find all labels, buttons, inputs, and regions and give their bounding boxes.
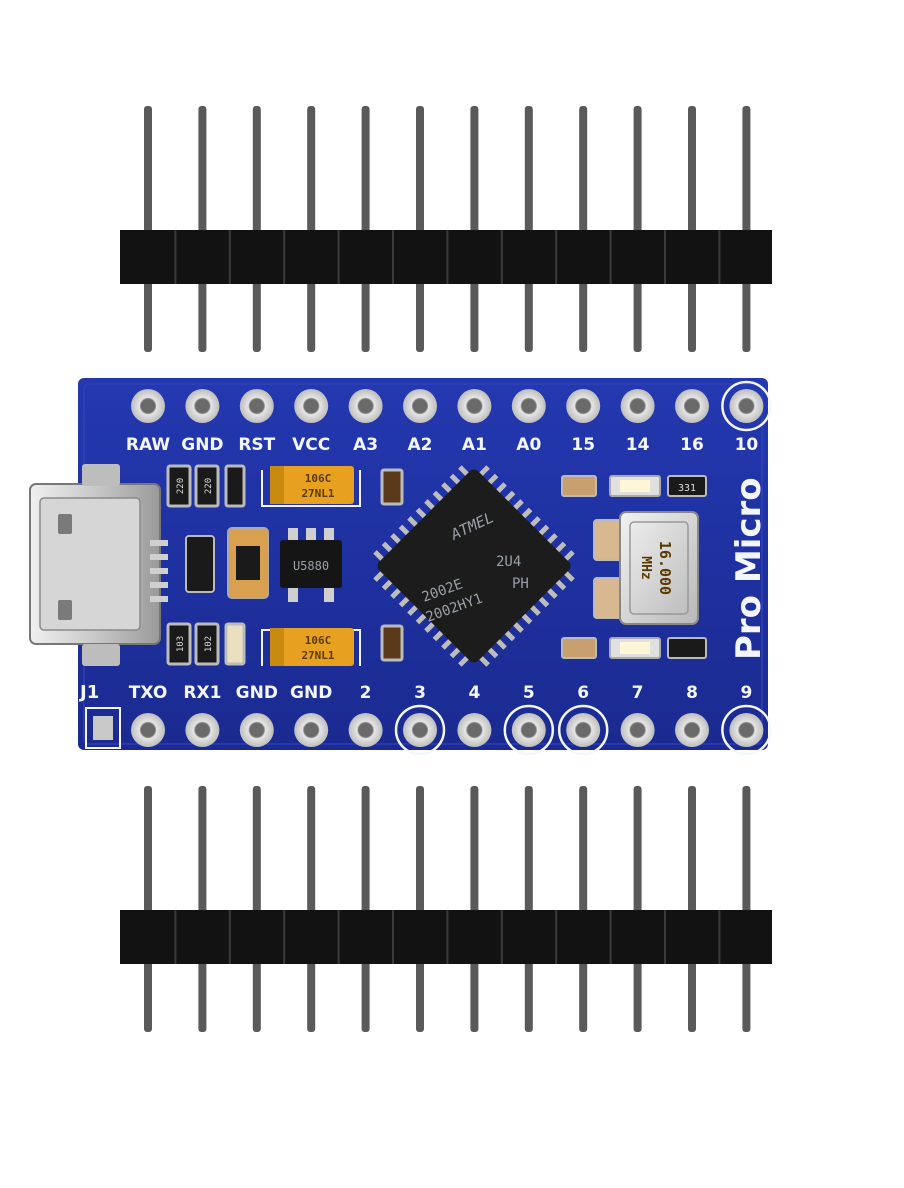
jumper-j1: J1 xyxy=(78,682,121,749)
bottom-header-pin-12 xyxy=(742,786,751,1032)
top-pin-label-9: 15 xyxy=(571,435,595,455)
bottom-pin-label-3: GND xyxy=(236,683,278,703)
top-header-pin-10 xyxy=(633,106,642,352)
bottom-header-pin-3 xyxy=(252,786,261,1032)
cap-top-line2: 27NL1 xyxy=(301,487,334,500)
micro-usb-connector xyxy=(29,464,168,666)
top-header-pin-3 xyxy=(252,106,261,352)
crystal-freq: 16.000 xyxy=(656,541,674,595)
board-name: Pro Micro xyxy=(729,477,769,660)
mcu-line1: 2U4 xyxy=(496,554,521,570)
top-pin-header xyxy=(120,106,772,352)
bottom-pin-label-4: GND xyxy=(290,683,332,703)
bottom-header-pin-2 xyxy=(198,786,207,1032)
top-pin-label-3: RST xyxy=(238,435,275,455)
top-header-pin-11 xyxy=(688,106,696,352)
resistor-5-label: 102 xyxy=(204,636,214,652)
bottom-pin-label-8: 5 xyxy=(523,683,535,703)
diode-and-fuse xyxy=(185,527,269,599)
bottom-header-pin-11 xyxy=(688,786,696,1032)
top-header-pin-12 xyxy=(742,106,751,352)
regulator-label: U5880 xyxy=(293,559,329,573)
bottom-header-pin-8 xyxy=(524,786,533,1032)
top-pin-labels: RAW GND RST VCC A3 A2 A1 A0 15 14 16 10 xyxy=(126,435,759,455)
resistor-4-label: 103 xyxy=(176,636,186,652)
top-header-pin-5 xyxy=(361,106,370,352)
bottom-header-pin-4 xyxy=(307,786,316,1032)
crystal-oscillator: 16.000 MHz xyxy=(593,511,699,625)
resistor-1-label: 220 xyxy=(176,478,186,494)
top-header-pin-7 xyxy=(470,106,479,352)
bottom-header-plastic-body xyxy=(120,910,772,964)
atmega-microcontroller: ATMEL 2U4 PH 2002E 2002HY1 xyxy=(373,465,575,667)
bottom-pin-label-11: 8 xyxy=(686,683,698,703)
tantalum-capacitor-top: 106C 27NL1 xyxy=(261,466,361,507)
top-header-pin-4 xyxy=(307,106,316,352)
top-pads xyxy=(131,380,772,432)
top-header-pin-6 xyxy=(416,106,424,352)
top-pin-label-1: RAW xyxy=(126,435,170,455)
bottom-pin-label-5: 2 xyxy=(360,683,372,703)
top-header-pin-8 xyxy=(524,106,533,352)
top-pin-label-12: 10 xyxy=(735,435,759,455)
bottom-header-pin-5 xyxy=(361,786,370,1032)
bottom-pin-labels: TXO RX1 GND GND 2 3 4 5 6 7 8 9 xyxy=(129,683,753,703)
bottom-pin-label-1: TXO xyxy=(129,683,168,703)
top-pin-label-6: A2 xyxy=(408,435,433,455)
status-leds: 331 xyxy=(561,475,707,659)
top-pin-label-7: A1 xyxy=(462,435,487,455)
top-header-pin-2 xyxy=(198,106,207,352)
top-pin-label-10: 14 xyxy=(626,435,650,455)
bottom-pin-label-10: 7 xyxy=(632,683,644,703)
mcu-line2: PH xyxy=(512,576,529,592)
top-header-plastic-body xyxy=(120,230,772,284)
bottom-pin-label-9: 6 xyxy=(577,683,589,703)
bottom-pads xyxy=(131,704,772,756)
cap-top-line1: 106C xyxy=(305,472,332,485)
bottom-pin-label-7: 4 xyxy=(468,683,480,703)
top-pin-label-8: A0 xyxy=(516,435,541,455)
smd-resistors: 220 220 103 102 xyxy=(166,464,404,666)
bottom-header-pin-1 xyxy=(144,786,152,1032)
top-pin-label-4: VCC xyxy=(292,435,330,455)
tantalum-capacitor-bottom: 106C 27NL1 xyxy=(261,628,361,666)
top-header-pin-1 xyxy=(144,106,152,352)
crystal-unit: MHz xyxy=(638,556,653,579)
top-header-pin-9 xyxy=(579,106,588,352)
top-pin-label-11: 16 xyxy=(680,435,704,455)
bottom-pin-label-2: RX1 xyxy=(183,683,221,703)
cap-bottom-line1: 106C xyxy=(305,634,332,647)
resistor-3-label: 331 xyxy=(678,483,696,494)
bottom-pin-header xyxy=(120,786,772,1032)
resistor-2-label: 220 xyxy=(204,478,214,494)
top-pin-label-5: A3 xyxy=(353,435,378,455)
bottom-header-pin-6 xyxy=(416,786,424,1032)
bottom-pin-label-6: 3 xyxy=(414,683,426,703)
voltage-regulator: U5880 xyxy=(280,528,342,602)
bottom-header-pin-10 xyxy=(633,786,642,1032)
bottom-header-pin-7 xyxy=(470,786,479,1032)
top-pin-label-2: GND xyxy=(181,435,223,455)
bottom-pin-label-12: 9 xyxy=(740,683,752,703)
cap-bottom-line2: 27NL1 xyxy=(301,649,334,662)
jumper-label: J1 xyxy=(78,682,99,703)
bottom-header-pin-9 xyxy=(579,786,588,1032)
